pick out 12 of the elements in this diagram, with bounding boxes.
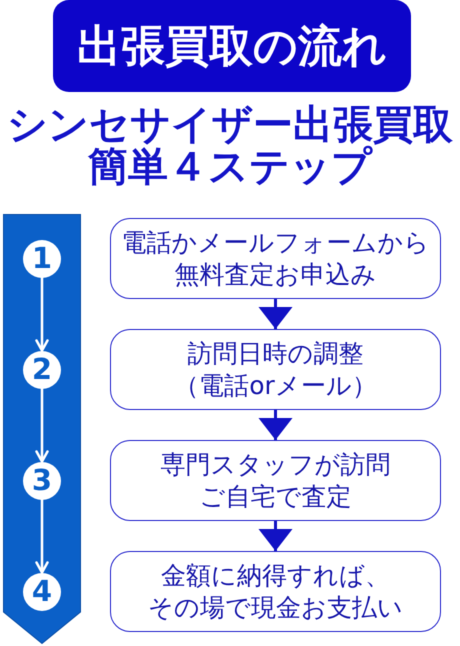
subtitle: シンセサイザー出張買取簡単４ステップ <box>6 104 454 188</box>
step-box: 金額に納得すれば、その場で現金お支払い <box>110 551 441 632</box>
title: 出張買取の流れ <box>53 0 411 92</box>
arrow <box>258 410 292 440</box>
step-box: 専門スタッフが訪問ご自宅で査定 <box>110 440 441 521</box>
arrow <box>35 500 49 574</box>
arrow <box>258 521 292 551</box>
step-box: 電話かメールフォームから無料査定お申込み <box>110 218 441 299</box>
arrow <box>258 299 292 329</box>
arrow <box>35 388 49 463</box>
arrow <box>35 278 49 352</box>
step-box: 訪問日時の調整（電話orメール） <box>110 329 441 410</box>
